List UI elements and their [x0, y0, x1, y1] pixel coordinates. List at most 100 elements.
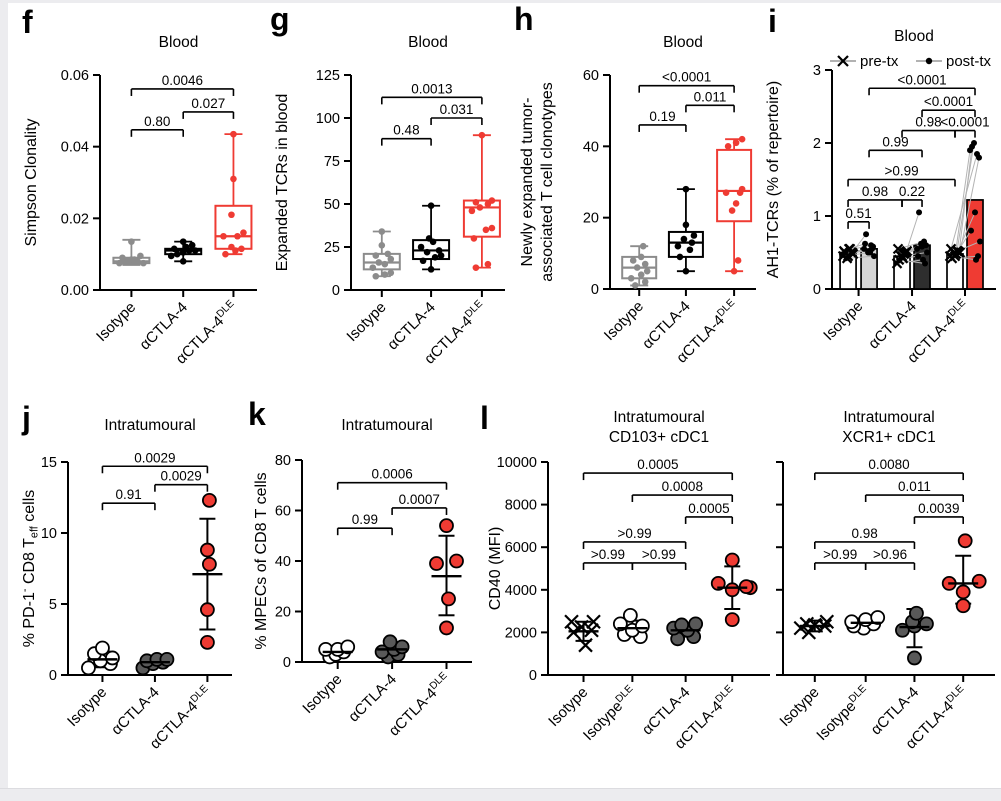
data-point	[381, 260, 389, 268]
scatter-group	[81, 640, 120, 676]
svg-text:5: 5	[49, 597, 57, 613]
scatter-group	[941, 533, 987, 614]
svg-text:75: 75	[324, 154, 340, 170]
data-point	[470, 235, 478, 242]
panel-letter-g: g	[270, 1, 290, 37]
svg-text:1: 1	[813, 209, 821, 225]
svg-text:0.0080: 0.0080	[868, 457, 909, 472]
data-point	[372, 272, 380, 280]
svg-text:0: 0	[332, 283, 340, 299]
data-series	[81, 492, 223, 676]
data-point	[682, 221, 690, 229]
svg-text:0.0008: 0.0008	[662, 479, 703, 494]
data-series	[621, 135, 753, 289]
data-series	[564, 552, 758, 653]
svg-text:60: 60	[583, 68, 599, 84]
panel-title: Blood	[408, 34, 448, 51]
svg-text:IsotypeDLE: IsotypeDLE	[579, 683, 640, 744]
svg-text:Intratumoural: Intratumoural	[104, 417, 195, 434]
svg-text:associated T cell clonotypes: associated T cell clonotypes	[539, 82, 556, 282]
svg-text:post-tx: post-tx	[946, 53, 992, 70]
y-axis-label: % MPECs of CD8 T cells	[253, 472, 270, 649]
data-point	[378, 241, 386, 249]
scatter-group	[429, 518, 464, 636]
svg-text:0.48: 0.48	[393, 123, 419, 138]
svg-text:25: 25	[324, 240, 340, 256]
panel-title: Blood	[663, 34, 703, 51]
svg-text:<0.0001: <0.0001	[897, 72, 946, 87]
data-point	[472, 264, 480, 271]
svg-text:>0.99: >0.99	[617, 526, 651, 541]
data-point	[173, 250, 181, 258]
panel-title: Blood	[894, 28, 934, 45]
y-axis-label: Expanded TCRs in blood	[274, 94, 291, 272]
svg-text:0.99: 0.99	[882, 134, 908, 149]
svg-text:0.19: 0.19	[649, 109, 675, 124]
svg-text:0: 0	[49, 668, 57, 684]
panel-letter-i: i	[768, 3, 777, 39]
svg-text:80: 80	[275, 453, 291, 469]
data-point	[125, 258, 132, 265]
svg-text:0.0029: 0.0029	[134, 450, 175, 465]
svg-text:0.011: 0.011	[694, 89, 727, 104]
data-series	[112, 130, 253, 267]
data-point	[375, 259, 383, 266]
data-point	[676, 253, 684, 261]
chart-k-mpecs: Intratumoural% MPECs of CD8 T cells02040…	[253, 417, 472, 740]
svg-text:0.98: 0.98	[915, 115, 941, 130]
data-series	[837, 140, 984, 290]
data-point	[639, 242, 647, 250]
svg-text:Isotype: Isotype	[601, 298, 647, 344]
data-point	[188, 241, 196, 249]
svg-text:0.027: 0.027	[191, 96, 225, 111]
data-point	[488, 224, 496, 232]
svg-text:0.98: 0.98	[851, 526, 877, 541]
panel-title: Intratumoural	[341, 417, 432, 434]
svg-text:0.0007: 0.0007	[399, 492, 440, 507]
data-point	[641, 260, 649, 268]
svg-text:0.80: 0.80	[144, 114, 170, 129]
svg-text:αCTLA-4: αCTLA-4	[108, 684, 163, 739]
svg-text:0: 0	[813, 282, 821, 298]
data-point	[629, 257, 637, 264]
svg-text:0.011: 0.011	[898, 479, 931, 494]
data-point	[230, 175, 237, 183]
svg-text:Isotype: Isotype	[343, 299, 389, 345]
scatter-group	[666, 616, 704, 647]
svg-text:20: 20	[583, 211, 599, 227]
box-group	[412, 202, 451, 273]
data-point	[179, 258, 187, 265]
data-point	[680, 235, 688, 243]
data-point	[682, 267, 690, 275]
y-axis-label: Simpson Clonality	[23, 118, 40, 246]
axes	[776, 461, 995, 682]
data-point	[637, 253, 645, 261]
data-point	[167, 252, 175, 260]
svg-text:CD103+ cDC1: CD103+ cDC1	[609, 429, 709, 446]
svg-text:>0.96: >0.96	[873, 547, 907, 562]
data-point	[734, 257, 742, 264]
svg-text:<0.0001: <0.0001	[924, 94, 973, 109]
data-point	[631, 282, 639, 289]
data-point	[468, 207, 476, 215]
svg-text:XCR1+ cDC1: XCR1+ cDC1	[842, 429, 935, 446]
scatter-group	[318, 639, 356, 665]
scatter-group	[895, 605, 934, 666]
panel-title: Blood	[159, 34, 199, 51]
